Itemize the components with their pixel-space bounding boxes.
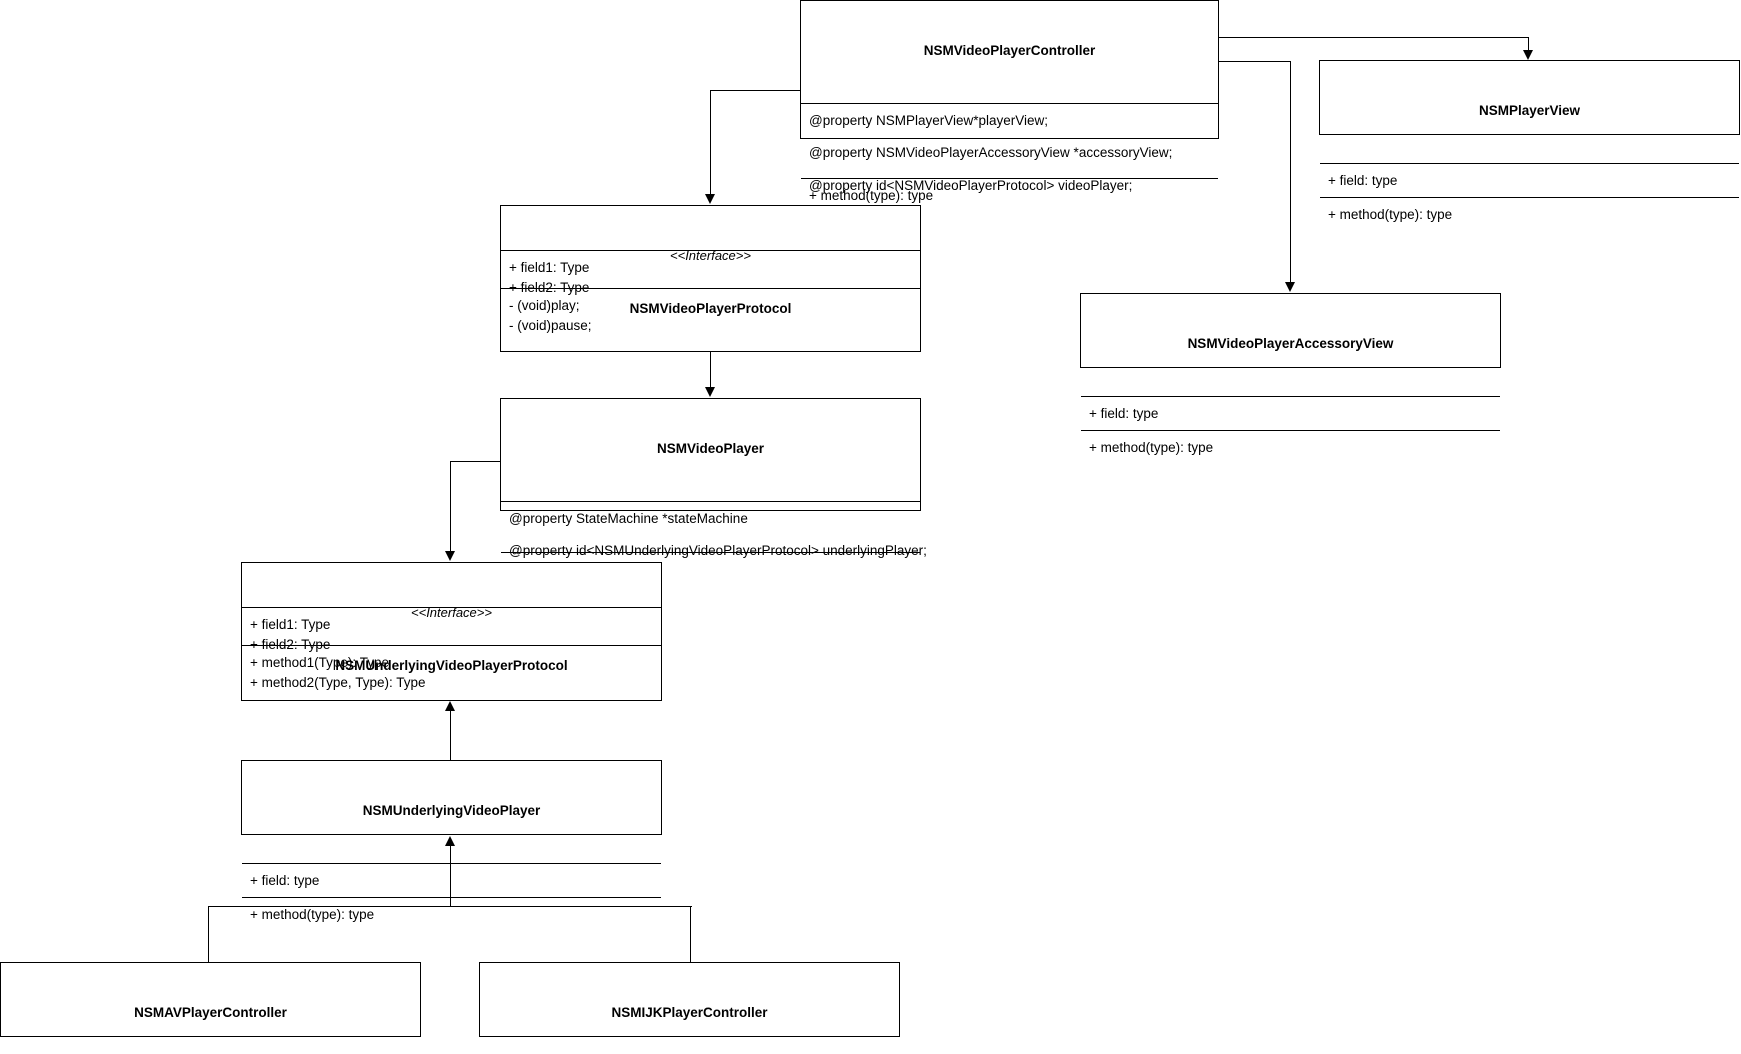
class-name-label: NSMVideoPlayerController <box>923 43 1096 59</box>
connector-ijkplayercontroller-leg <box>690 906 692 963</box>
class-title-nsm-video-player: NSMVideoPlayer <box>501 399 920 502</box>
connector-subclass-branch-stem <box>450 846 452 907</box>
attribute-row: + field1: Type <box>509 260 590 275</box>
arrowhead-subclasses-to-underlying-player <box>445 836 455 846</box>
attributes-compartment-nsm-video-player-controller: @property NSMPlayerView*playerView; @pro… <box>801 104 1218 193</box>
operations-compartment-nsm-player-view: + method(type): type <box>1320 198 1739 232</box>
class-box-nsm-video-player-controller[interactable]: NSMVideoPlayerController @property NSMPl… <box>800 0 1219 203</box>
class-name-label: NSMUnderlyingVideoPlayerProtocol <box>335 658 568 674</box>
operations-compartment-nsm-video-player-controller: + method(type): type <box>801 179 1218 213</box>
arrowhead-protocol-to-videoplayer <box>705 387 715 397</box>
class-name-label: NSMVideoPlayer <box>656 441 765 457</box>
attribute-row: @property id<NSMVideoPlayerProtocol> vid… <box>809 177 1133 193</box>
stereotype-label: <<Interface>> <box>670 248 751 264</box>
class-title-nsm-video-player-protocol: <<Interface>> NSMVideoPlayerProtocol <box>501 206 920 316</box>
attribute-row: @property NSMPlayerView*playerView; <box>809 112 1049 128</box>
connector-subclass-branch-bar <box>208 906 692 908</box>
attribute-row: @property NSMVideoPlayerAccessoryView *a… <box>809 145 1173 161</box>
attribute-row: @property id<NSMUnderlyingVideoPlayerPro… <box>509 543 927 559</box>
operation-row: + method1(Type): Type <box>250 655 389 670</box>
operation-row: + method2(Type, Type): Type <box>250 674 426 690</box>
class-name-label: NSMVideoPlayerProtocol <box>629 301 792 317</box>
arrowhead-controller-to-playerview <box>1523 50 1533 60</box>
operation-row: + method(type): type <box>809 187 934 203</box>
class-title-nsm-av-player-controller: NSMAVPlayerController <box>1 963 420 1054</box>
class-box-nsm-underlying-video-player[interactable]: NSMUnderlyingVideoPlayer + field: type +… <box>241 760 662 922</box>
operations-compartment-nsm-video-player-accessory-view: + method(type): type <box>1081 431 1500 465</box>
attributes-compartment-nsm-video-player-protocol: + field1: Type + field2: Type <box>501 251 920 295</box>
connector-controller-to-protocol-vertical <box>710 90 712 195</box>
stereotype-label: <<Interface>> <box>411 605 492 621</box>
attributes-compartment-nsm-video-player-accessory-view: + field: type <box>1081 397 1500 432</box>
connector-underlying-player-to-protocol-vertical <box>450 711 452 760</box>
attribute-row: + field1: Type <box>250 617 331 632</box>
operation-row: - (void)play; <box>509 298 580 313</box>
attributes-compartment-nsm-player-view: + field: type <box>1320 164 1739 199</box>
operations-compartment-nsm-underlying-video-player: + method(type): type <box>242 898 661 932</box>
attributes-compartment-nsm-underlying-video-player: + field: type <box>242 864 661 899</box>
connector-avplayercontroller-leg <box>208 906 210 963</box>
connector-videoplayer-to-underlying-protocol-horizontal <box>450 461 501 463</box>
connector-videoplayer-to-underlying-protocol-vertical <box>450 461 452 552</box>
class-box-nsm-av-player-controller[interactable]: NSMAVPlayerController @property AVPlayer… <box>0 962 421 1037</box>
class-name-label: NSMIJKPlayerController <box>611 1005 768 1021</box>
class-box-nsm-video-player-accessory-view[interactable]: NSMVideoPlayerAccessoryView + field: typ… <box>1080 293 1501 455</box>
class-title-nsm-video-player-accessory-view: NSMVideoPlayerAccessoryView <box>1081 294 1500 397</box>
class-title-nsm-underlying-video-player-protocol: <<Interface>> NSMUnderlyingVideoPlayerPr… <box>242 563 661 673</box>
connector-controller-to-accessoryview-vertical <box>1290 61 1292 283</box>
operation-row: + method(type): type <box>1328 207 1453 223</box>
class-box-nsm-ijk-player-controller[interactable]: NSMIJKPlayerController @property IJKPlay… <box>479 962 900 1037</box>
class-name-label: NSMPlayerView <box>1478 103 1581 119</box>
attribute-row: + field: type <box>1089 405 1159 421</box>
class-box-nsm-video-player-protocol[interactable]: <<Interface>> NSMVideoPlayerProtocol + f… <box>500 205 921 352</box>
arrowhead-controller-to-accessoryview <box>1285 282 1295 292</box>
connector-controller-to-protocol-horizontal <box>710 90 801 92</box>
arrowhead-underlying-player-to-protocol <box>445 701 455 711</box>
operation-row: + method(type): type <box>1089 440 1214 456</box>
connector-protocol-to-videoplayer-vertical <box>710 352 712 388</box>
class-title-nsm-video-player-controller: NSMVideoPlayerController <box>801 1 1218 104</box>
operations-compartment-nsm-video-player-protocol: - (void)play; - (void)pause; <box>501 289 920 342</box>
operations-compartment-nsm-underlying-video-player-protocol: + method1(Type): Type + method2(Type, Ty… <box>242 646 661 699</box>
connector-controller-to-playerview-horizontal <box>1219 37 1529 39</box>
class-title-nsm-ijk-player-controller: NSMIJKPlayerController <box>480 963 899 1054</box>
attribute-row: @property StateMachine *stateMachine <box>509 510 748 526</box>
operation-row: + method(type): type <box>250 907 375 923</box>
arrowhead-videoplayer-to-underlying-protocol <box>445 551 455 561</box>
class-box-nsm-underlying-video-player-protocol[interactable]: <<Interface>> NSMUnderlyingVideoPlayerPr… <box>241 562 662 701</box>
class-title-nsm-player-view: NSMPlayerView <box>1320 61 1739 164</box>
connector-controller-to-accessoryview-horizontal <box>1219 61 1291 63</box>
class-title-nsm-underlying-video-player: NSMUnderlyingVideoPlayer <box>242 761 661 864</box>
connector-controller-to-playerview-vertical <box>1528 37 1530 51</box>
attribute-row: + field: type <box>1328 172 1398 188</box>
operation-row: - (void)pause; <box>509 317 592 333</box>
attribute-row: + field2: Type <box>250 636 331 652</box>
arrowhead-controller-to-protocol <box>705 194 715 204</box>
attribute-row: + field2: Type <box>509 279 590 295</box>
class-box-nsm-player-view[interactable]: NSMPlayerView + field: type + method(typ… <box>1319 60 1740 222</box>
class-name-label: NSMAVPlayerController <box>134 1005 287 1021</box>
class-name-label: NSMUnderlyingVideoPlayer <box>362 803 541 819</box>
attribute-row: + field: type <box>250 872 320 888</box>
attributes-compartment-nsm-underlying-video-player-protocol: + field1: Type + field2: Type <box>242 608 661 652</box>
class-box-nsm-video-player[interactable]: NSMVideoPlayer @property StateMachine *s… <box>500 398 927 577</box>
class-name-label: NSMVideoPlayerAccessoryView <box>1187 336 1394 352</box>
attributes-compartment-nsm-video-player: @property StateMachine *stateMachine @pr… <box>501 502 927 558</box>
